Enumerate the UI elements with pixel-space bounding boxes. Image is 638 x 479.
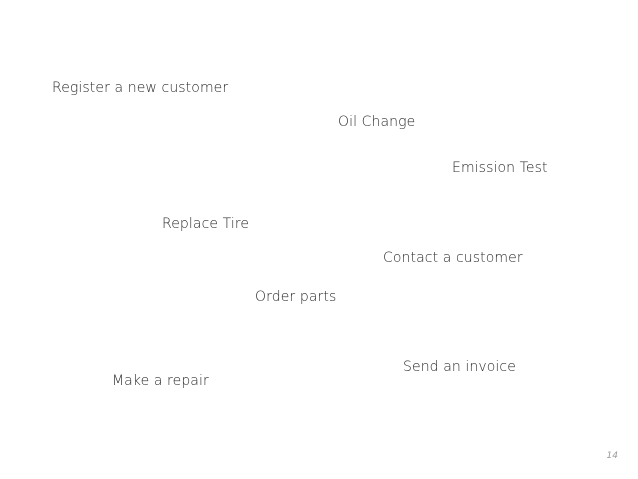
item-emission-test: Emission Test [452,160,548,176]
item-order-parts: Order parts [255,289,337,305]
item-contact-customer: Contact a customer [383,250,523,266]
page-number: 14 [606,451,618,461]
item-send-invoice: Send an invoice [403,359,516,375]
item-replace-tire: Replace Tire [162,216,250,232]
item-make-repair: Make a repair [112,373,209,389]
item-oil-change: Oil Change [338,114,416,130]
item-register-new-customer: Register a new customer [52,80,229,96]
